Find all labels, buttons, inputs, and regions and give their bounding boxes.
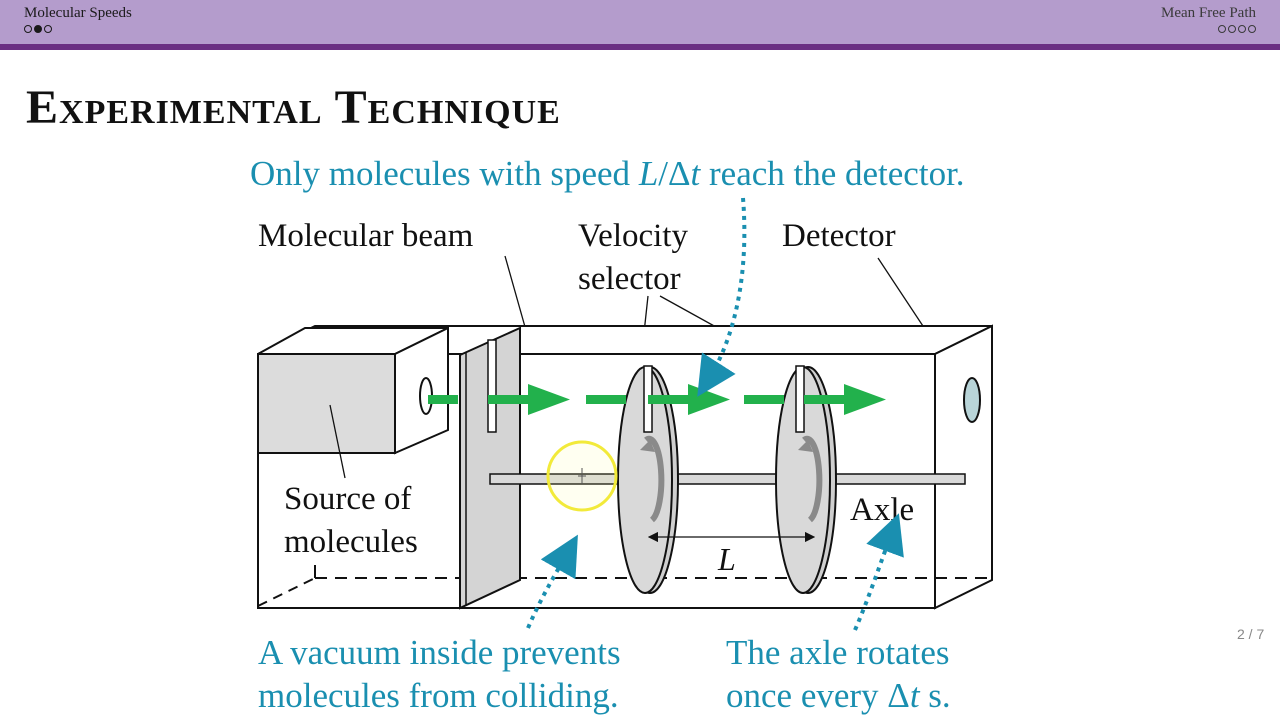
caption-vacuum-1: A vacuum inside prevents (258, 633, 621, 672)
source-front (257, 353, 396, 454)
detector (963, 377, 981, 423)
nav-dot-current[interactable] (34, 25, 42, 33)
label-L: L (717, 541, 736, 577)
top-caption: Only molecules with speed L/Δt reach the… (250, 154, 965, 193)
label-molecular-beam: Molecular beam (258, 218, 474, 254)
nav-dot[interactable] (44, 25, 52, 33)
axle (489, 473, 966, 485)
slide-title: Experimental Technique (26, 81, 561, 134)
label-detector: Detector (782, 218, 896, 254)
caption-axle-2: once every Δt s. (726, 676, 951, 715)
leader-source (329, 404, 346, 479)
label-source-of: Source of (284, 481, 411, 517)
dotted-arrow-axle (853, 513, 904, 631)
nav-dot[interactable] (24, 25, 32, 33)
label-velocity: Velocity (578, 218, 688, 254)
nav-dot[interactable] (1228, 25, 1236, 33)
nav-left-dots (24, 25, 132, 33)
nav-dot[interactable] (1248, 25, 1256, 33)
caption-axle-1: The axle rotates (726, 633, 950, 672)
label-selector: selector (578, 261, 681, 297)
nav-section-label: Molecular Speeds (24, 5, 132, 21)
label-axle: Axle (850, 492, 914, 528)
nav-right-dots (1161, 25, 1256, 33)
caption-vacuum-2: molecules from colliding. (258, 676, 619, 715)
molecular-beam-arrows (428, 384, 886, 415)
nav-section-mean-free-path[interactable]: Mean Free Path (1161, 5, 1256, 33)
nav-dot[interactable] (1218, 25, 1226, 33)
chamber-right (934, 324, 993, 610)
nav-section-label: Mean Free Path (1161, 5, 1256, 21)
top-nav-bar (0, 0, 1280, 44)
top-nav-divider (0, 44, 1280, 50)
page-number: 2 / 7 (1237, 626, 1265, 642)
label-molecules: molecules (284, 524, 418, 560)
nav-dot[interactable] (1238, 25, 1246, 33)
nav-section-molecular-speeds[interactable]: Molecular Speeds (24, 5, 132, 33)
